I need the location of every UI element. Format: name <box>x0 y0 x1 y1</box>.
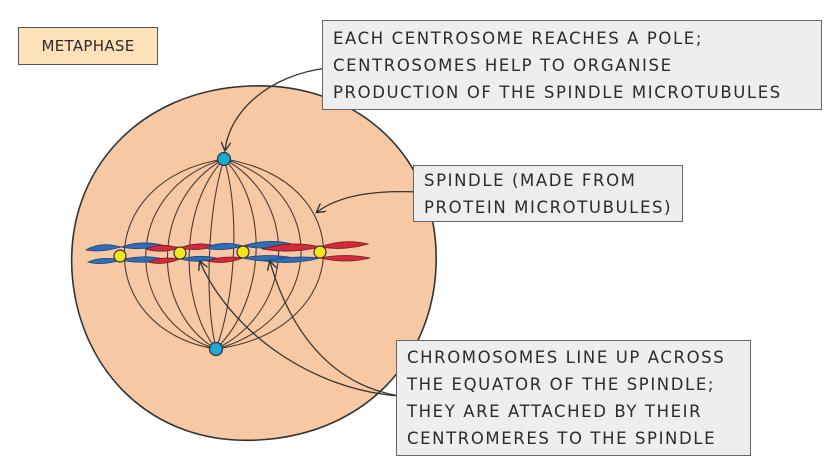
callout-line: CENTROMERES TO THE SPINDLE <box>407 429 717 448</box>
chromosome-2 <box>144 243 218 264</box>
cell-body <box>70 85 437 442</box>
callout-line: PROTEIN MICROTUBULES) <box>424 198 673 217</box>
centrosome-bottom <box>208 341 224 357</box>
pointer-arrow <box>200 262 401 397</box>
centromere-dot <box>236 245 250 259</box>
callout-spindle: SPINDLE (MADE FROM PROTEIN MICROTUBULES) <box>413 165 683 222</box>
centromere-dot <box>313 245 327 259</box>
pointer-arrow <box>225 67 328 150</box>
diagram-title: METAPHASE <box>18 27 158 65</box>
centrosome-top <box>216 151 232 167</box>
chromosomes <box>84 241 371 264</box>
centromere-dot <box>173 246 187 260</box>
callout-line: EACH CENTROSOME REACHES A POLE; <box>333 29 703 48</box>
pointer-arrow <box>270 262 401 397</box>
centromere-dot <box>113 249 127 263</box>
centromeres <box>113 245 327 263</box>
callout-centrosome: EACH CENTROSOME REACHES A POLE; CENTROSO… <box>322 20 822 110</box>
callout-line: CHROMOSOMES LINE UP ACROSS <box>407 348 726 367</box>
callout-line: THE EQUATOR OF THE SPINDLE; <box>407 375 716 394</box>
callout-line: CENTROSOMES HELP TO ORGANISE <box>333 56 673 75</box>
callout-chromosomes: CHROMOSOMES LINE UP ACROSS THE EQUATOR O… <box>396 340 751 456</box>
callout-line: SPINDLE (MADE FROM <box>424 171 637 190</box>
callout-line: PRODUCTION OF THE SPINDLE MICROTUBULES <box>333 83 782 102</box>
pointer-arrow <box>317 190 420 212</box>
callout-line: THEY ARE ATTACHED BY THEIR <box>407 402 703 421</box>
